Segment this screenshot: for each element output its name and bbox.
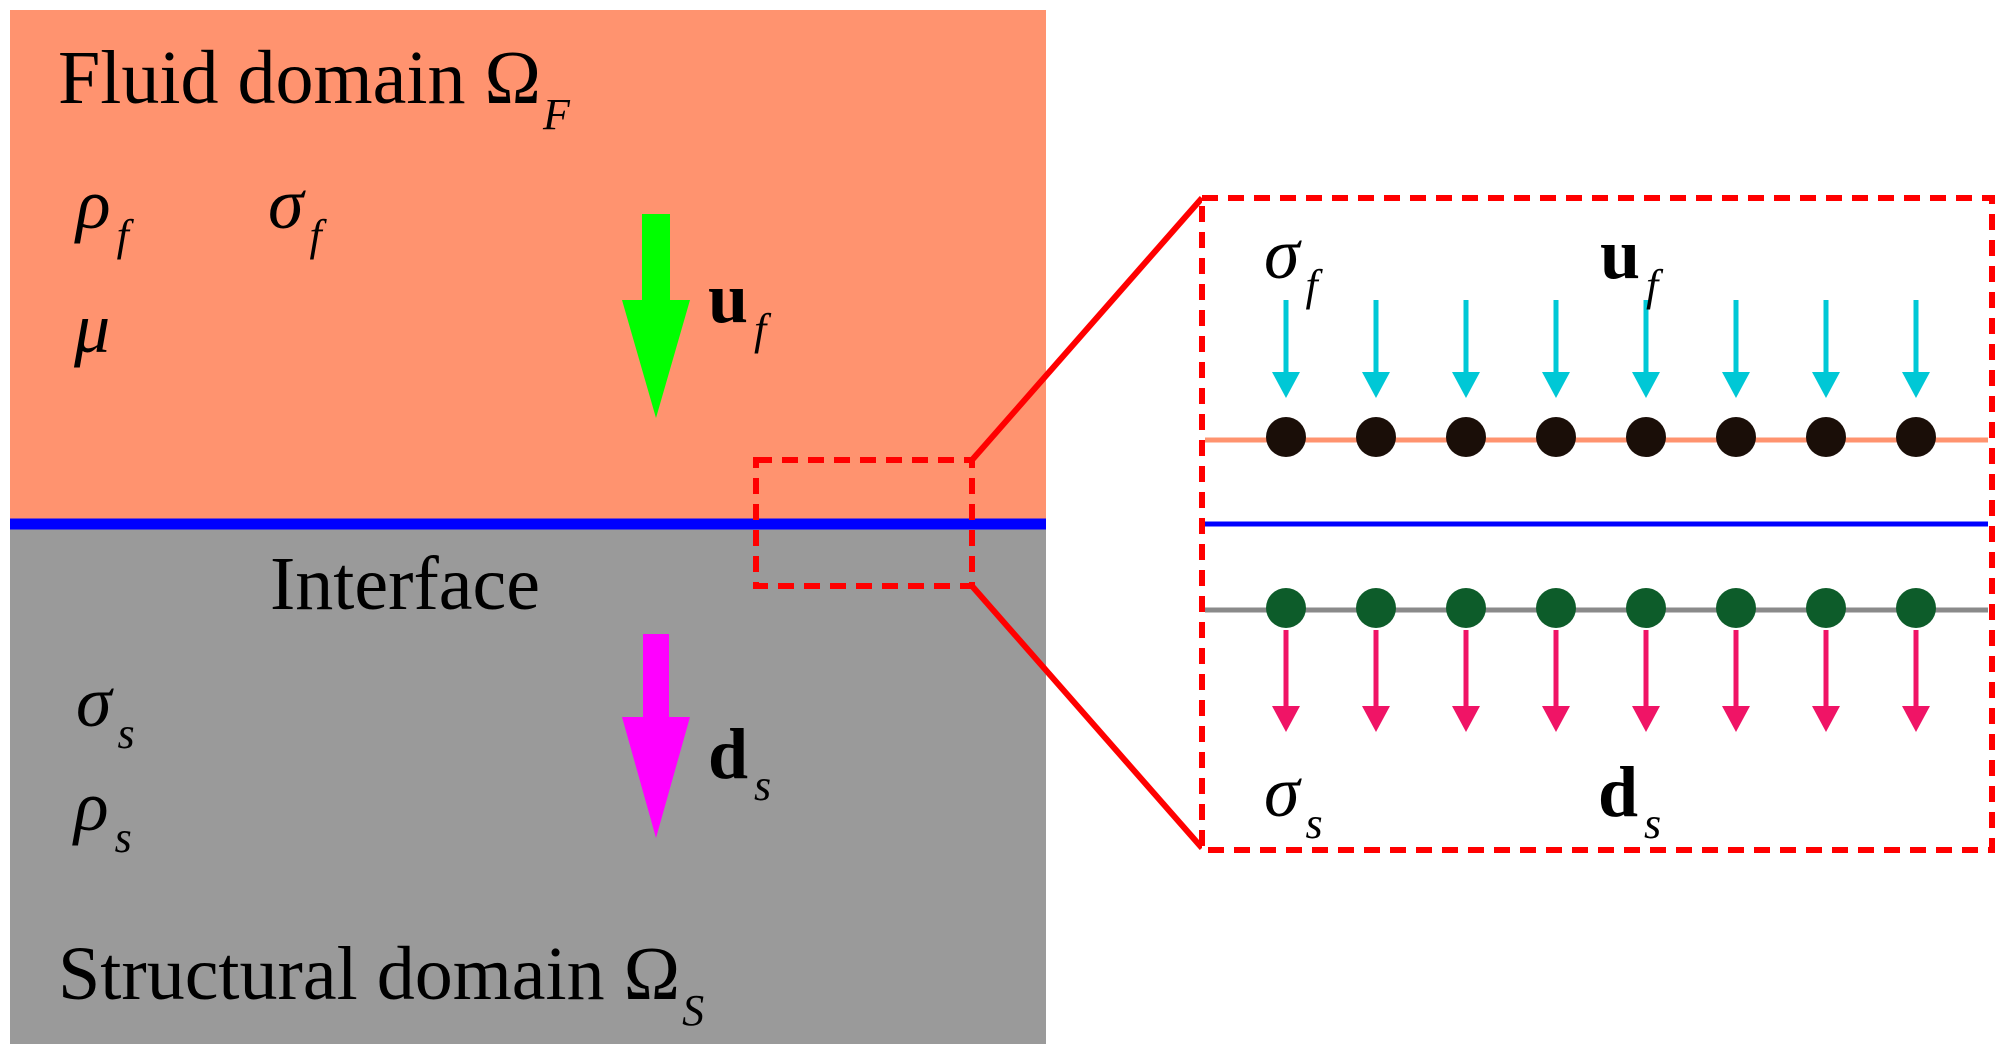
solid-node-icon — [1896, 588, 1936, 628]
u-f-sub: f — [754, 305, 767, 354]
fluid-stress-arrows — [1272, 300, 1930, 398]
solid-stress-arrow-icon-head — [1632, 706, 1660, 732]
displacement-arrow-icon — [622, 634, 690, 838]
solid-stress-arrow-icon-head — [1452, 706, 1480, 732]
solid-omega-sub: S — [682, 986, 705, 1035]
rho-s-sub: s — [114, 813, 132, 862]
zoom-source-box — [753, 457, 975, 589]
zoom-sigma-s-sub: s — [1305, 799, 1323, 848]
u-f-symbol: u — [708, 258, 749, 338]
fluid-stress-arrow-icon-head — [1272, 372, 1300, 398]
fluid-node-icon — [1266, 417, 1306, 457]
sigma-s-sub: s — [117, 709, 135, 758]
fluid-title-text: Fluid domain — [58, 36, 466, 120]
zoom-sigma-s-symbol: σ — [1264, 752, 1300, 832]
zoom-d-s-sub: s — [1644, 799, 1662, 848]
solid-node-icon — [1806, 588, 1846, 628]
zoom-u-f-symbol: u — [1600, 214, 1641, 294]
structural-domain — [10, 524, 1046, 1044]
solid-stress-arrow-icon-head — [1722, 706, 1750, 732]
solid-node-icon — [1536, 588, 1576, 628]
zoom-sigma-f-sub: f — [1305, 261, 1318, 310]
fluid-stress-arrow-icon-head — [1452, 372, 1480, 398]
zoom-d-s-symbol: d — [1598, 752, 1639, 832]
fluid-node-icon — [1626, 417, 1666, 457]
sigma-s-symbol: σ — [76, 662, 112, 742]
solid-omega: Ω — [623, 932, 681, 1016]
solid-nodes — [1266, 588, 1936, 628]
solid-stress-arrows — [1272, 630, 1930, 732]
solid-title-text: Structural domain — [58, 932, 605, 1016]
sigma-f-symbol: σ — [268, 164, 304, 244]
zoom-connector-top — [969, 196, 1205, 462]
fluid-node-icon — [1896, 417, 1936, 457]
mu-label: μ — [74, 292, 110, 364]
fluid-nodes — [1266, 417, 1936, 457]
fluid-node-icon — [1356, 417, 1396, 457]
fluid-domain — [10, 10, 1046, 524]
mu-symbol: μ — [74, 288, 111, 368]
solid-node-icon — [1716, 588, 1756, 628]
zoom-connector-bottom — [969, 584, 1205, 850]
fluid-stress-arrow-icon-head — [1722, 372, 1750, 398]
sigma-f-sub: f — [309, 211, 322, 260]
d-s-sub: s — [754, 761, 772, 810]
fluid-omega-sub: F — [542, 90, 570, 139]
zoom-sigma-f-symbol: σ — [1264, 214, 1300, 294]
d-s-symbol: d — [708, 714, 749, 794]
fluid-node-icon — [1806, 417, 1846, 457]
fluid-domain-title: Fluid domain ΩF — [58, 40, 570, 137]
fluid-omega: Ω — [484, 36, 541, 120]
solid-stress-arrow-icon-head — [1902, 706, 1930, 732]
velocity-arrow-icon — [622, 214, 690, 418]
solid-stress-arrow-icon-head — [1362, 706, 1390, 732]
fluid-stress-arrow-icon-head — [1362, 372, 1390, 398]
solid-stress-arrow-icon-head — [1542, 706, 1570, 732]
solid-node-icon — [1626, 588, 1666, 628]
rho-f-sub: f — [116, 211, 129, 260]
solid-node-icon — [1266, 588, 1306, 628]
solid-node-icon — [1446, 588, 1486, 628]
solid-stress-arrow-icon-head — [1812, 706, 1840, 732]
structural-domain-title: Structural domain ΩS — [58, 936, 704, 1033]
fluid-node-icon — [1536, 417, 1576, 457]
interface-label: Interface — [270, 546, 540, 622]
solid-node-icon — [1356, 588, 1396, 628]
fluid-node-icon — [1446, 417, 1486, 457]
solid-stress-arrow-icon-head — [1272, 706, 1300, 732]
fluid-stress-arrow-icon-head — [1632, 372, 1660, 398]
fluid-stress-arrow-icon-head — [1902, 372, 1930, 398]
fluid-stress-arrow-icon-head — [1812, 372, 1840, 398]
rho-s-symbol: ρ — [74, 766, 109, 846]
fluid-stress-arrow-icon-head — [1542, 372, 1570, 398]
interface-text: Interface — [270, 542, 540, 626]
zoom-u-f-sub: f — [1646, 261, 1659, 310]
rho-f-symbol: ρ — [76, 164, 111, 244]
fluid-node-icon — [1716, 417, 1756, 457]
